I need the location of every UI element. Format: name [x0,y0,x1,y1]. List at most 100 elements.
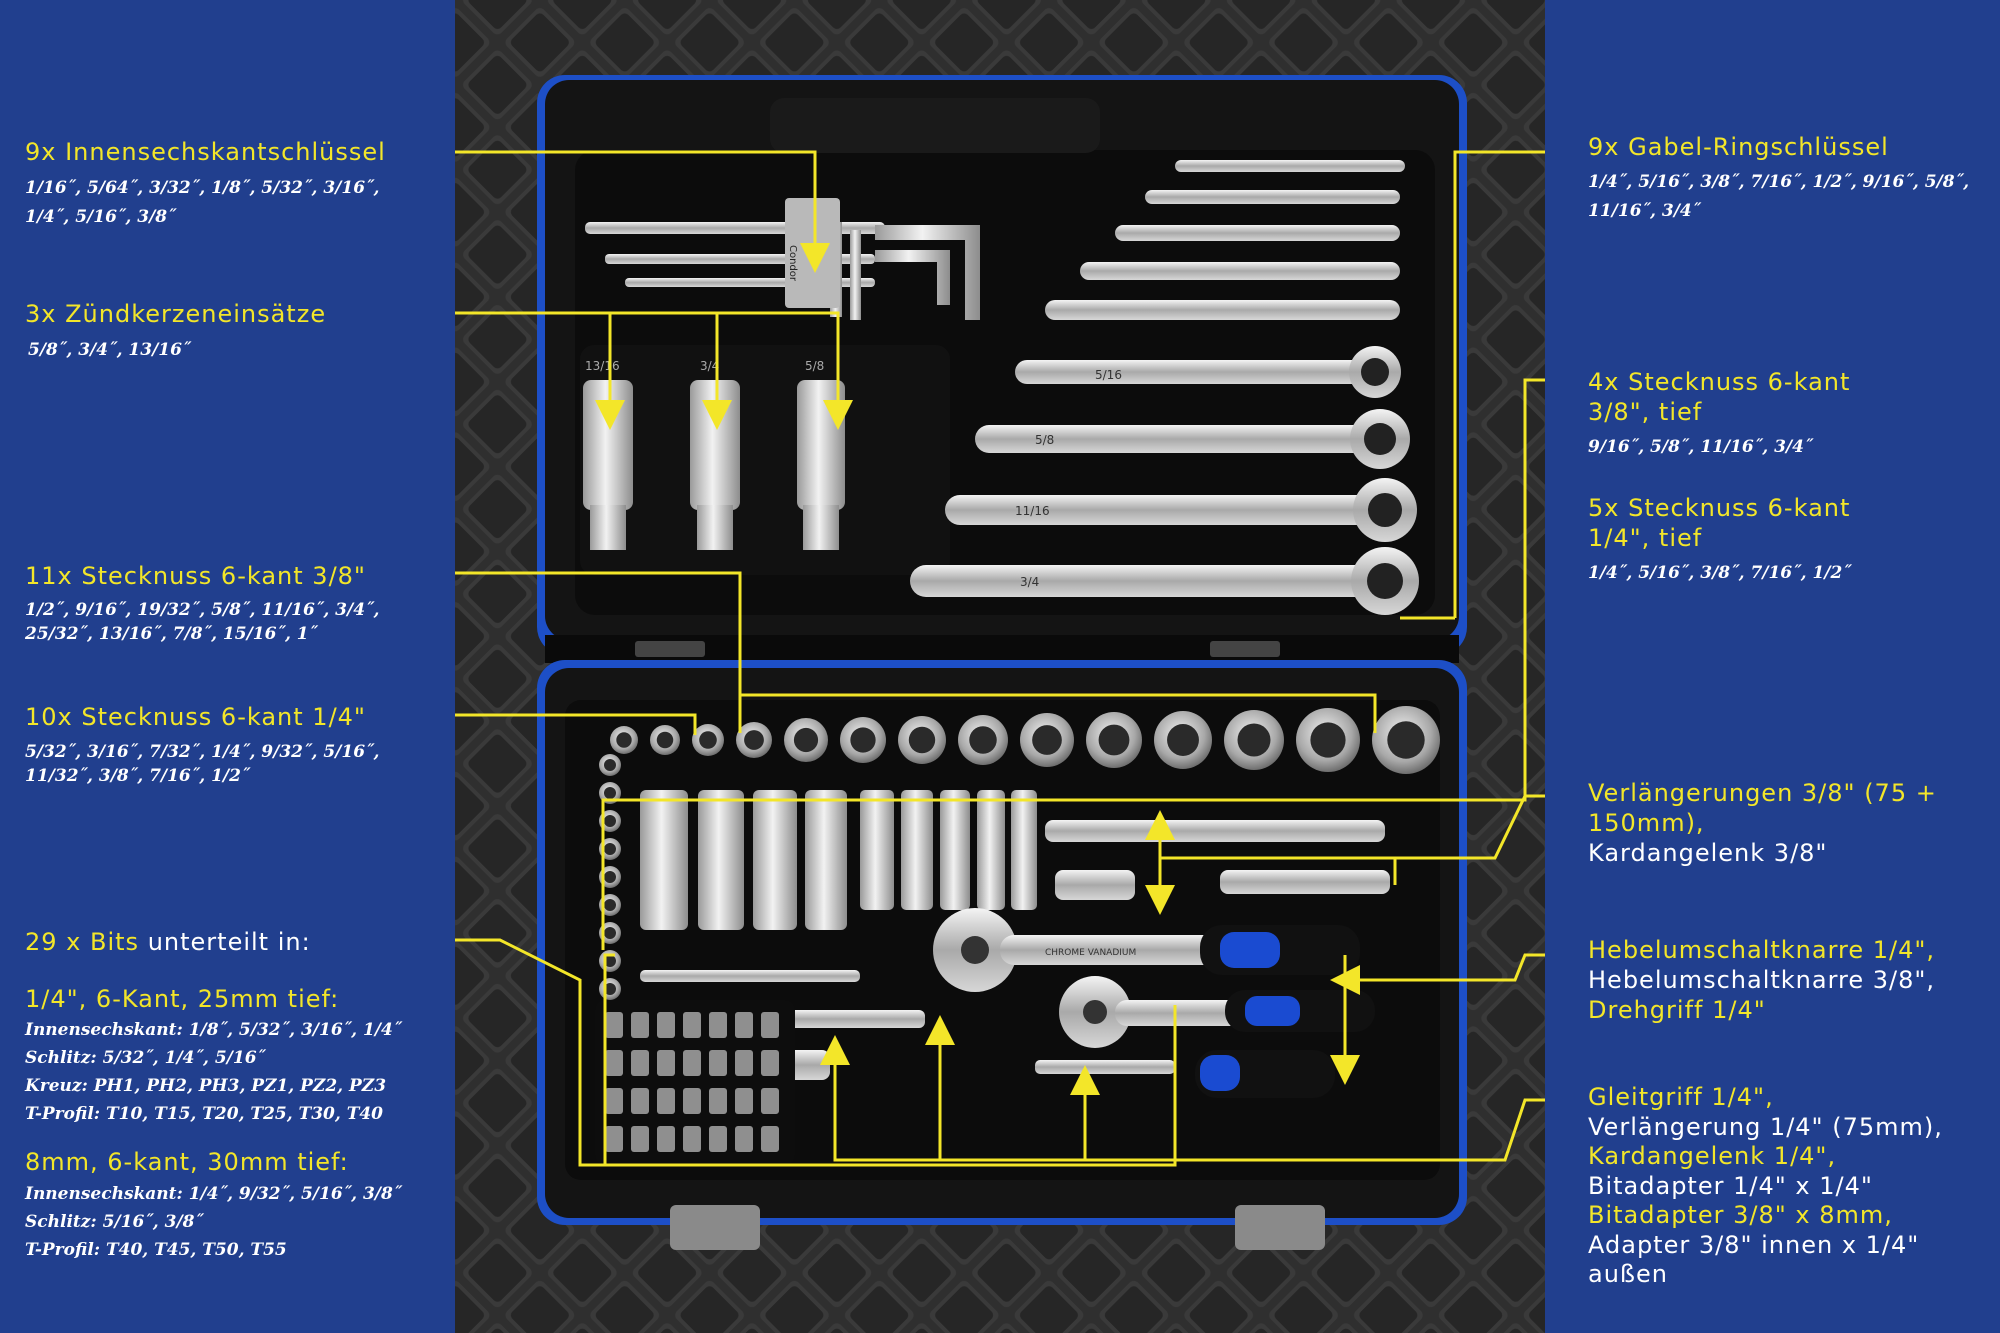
left-label-panel: 9x Innensechskantschlüssel 1/16˝, 5/64˝,… [0,0,455,1333]
accessories-line4: Bitadapter 1/4" x 1/4" [1588,1171,1873,1200]
bit [657,1088,675,1114]
bit [735,1050,753,1076]
deep-38-title-line1: 4x Stecknuss 6-kant [1588,368,1851,396]
sockets-14-sizes: 5/32˝, 3/16˝, 7/32˝, 1/4˝, 9/32˝, 5/16˝,… [25,742,379,786]
bit [683,1126,701,1152]
bits-group2-line: Innensechskant: 1/4˝, 9/32˝, 5/16˝, 3/8˝ [25,1184,402,1204]
small-socket-bore [604,899,616,911]
accessories-line1: Gleitgriff 1/4", [1588,1083,1774,1111]
spark-mark-2: 3/4 [700,359,719,373]
small-socket-bore [604,955,616,967]
socket-bore [699,731,717,749]
small-socket-bore [604,983,616,995]
latch [1235,1205,1325,1250]
spark-mark-1: 13/16 [585,359,620,373]
bits-group1-line: Kreuz: PH1, PH2, PH3, PZ1, PZ2, PZ3 [25,1076,387,1096]
bit [605,1126,623,1152]
spark-mark-3: 5/8 [805,359,824,373]
hex-keys-title: 9x Innensechskantschlüssel [25,138,386,166]
socket-bore [1237,723,1271,757]
bits-title-count: 29 x Bits [25,928,140,956]
toolcase-drawing: Condor 13/16 3/4 5/8 5/16 [455,0,1545,1333]
accessories-line3: Kardangelenk 1/4", [1588,1142,1837,1170]
bit [683,1050,701,1076]
hex-keys-sizes: 1/16˝, 5/64˝, 3/32˝, 1/8˝, 5/32˝, 3/16˝,… [25,178,379,227]
bit [735,1088,753,1114]
sockets-14-sizes-line2: 11/32˝, 3/8˝, 7/16˝, 1/2˝ [25,766,250,786]
bit [631,1126,649,1152]
bit [761,1012,779,1038]
socket-bore [1387,721,1425,759]
bits-group2-list: Innensechskant: 1/4˝, 9/32˝, 5/16˝, 3/8˝… [25,1180,401,1264]
deep-14-title: 5x Stecknuss 6-kant 1/4", tief [1588,493,1850,553]
accessories-line5: Bitadapter 3/8" x 8mm, [1588,1201,1893,1229]
ratchets: CHROME VANADIUM [933,908,1375,1098]
spark-plug-title: 3x Zündkerzeneinsätze [25,300,327,328]
bit [735,1012,753,1038]
ratchets-line1: Hebelumschaltknarre 1/4", [1588,936,1936,964]
right-label-panel: 9x Gabel-Ringschlüssel 1/4˝, 5/16˝, 3/8˝… [1545,0,2000,1333]
bits-group1-line: T-Profil: T10, T15, T20, T25, T30, T40 [25,1104,384,1124]
wrench-mark-1: 5/16 [1095,368,1122,382]
bit [709,1012,727,1038]
bits-group2-title: 8mm, 6-kant, 30mm tief: [25,1148,349,1176]
bit-tray-bed [595,1000,795,1165]
hinge-clip [1210,641,1280,657]
spark-plug-sockets: 13/16 3/4 5/8 [580,345,950,575]
socket-bore [1167,724,1199,756]
wrench-mark-2: 5/8 [1035,433,1054,447]
bit-tray [595,1000,795,1165]
ratchets-line3: Drehgriff 1/4" [1588,996,1766,1024]
small-socket-bore [604,843,616,855]
bit [605,1050,623,1076]
bit [709,1050,727,1076]
hex-keys-sizes-line2: 1/4˝, 5/16˝, 3/8˝ [25,207,176,227]
hex-keys-sizes-line1: 1/16˝, 5/64˝, 3/32˝, 1/8˝, 5/32˝, 3/16˝, [25,178,380,198]
bit [657,1126,675,1152]
bits-group1-title: 1/4", 6-Kant, 25mm tief: [25,985,340,1013]
hinge-clip [635,641,705,657]
socket-bore [744,730,764,750]
socket-bore [908,726,936,754]
socket-bore [969,726,997,754]
bit [631,1050,649,1076]
bit [605,1012,623,1038]
wrench-mark-3: 11/16 [1015,504,1050,518]
accessories-line6: Adapter 3/8" innen x 1/4" [1588,1230,1920,1259]
socket-bore [1310,722,1346,758]
deep-14-title-line2: 1/4", tief [1588,524,1703,552]
deep-14-sizes: 1/4˝, 5/16˝, 3/8˝, 7/16˝, 1/2˝ [1588,563,1851,583]
bits-group2-line: Schlitz: 5/16˝, 3/8˝ [25,1212,204,1232]
deep-38-sizes: 9/16˝, 5/8˝, 11/16˝, 3/4˝ [1588,437,1813,457]
bits-group1-line: Innensechskant: 1/8˝, 5/32˝, 3/16˝, 1/4˝ [25,1020,402,1040]
accessories-label: Gleitgriff 1/4", Verlängerung 1/4" (75mm… [1588,1083,1943,1290]
small-socket-bore [604,815,616,827]
sockets-14-title: 10x Stecknuss 6-kant 1/4" [25,703,366,731]
socket-bore [1032,725,1062,755]
small-socket-bore [604,927,616,939]
extensions-line3: Kardangelenk 3/8" [1588,839,1828,867]
bit [631,1088,649,1114]
ratchets-line2: Hebelumschaltknarre 3/8", [1588,966,1936,994]
socket-bore [616,732,632,748]
sockets-38-sizes: 1/2˝, 9/16˝, 19/32˝, 5/8˝, 11/16˝, 3/4˝,… [25,600,379,644]
extensions-line1: Verlängerungen 3/8" (75 + [1588,779,1937,807]
sockets-14-sizes-line1: 5/32˝, 3/16˝, 7/32˝, 1/4˝, 9/32˝, 5/16˝, [25,742,380,762]
bits-title: 29 x Bits unterteilt in: [25,928,311,956]
small-socket-bore [604,871,616,883]
callout-lines [455,150,1545,1167]
sockets-38-sizes-line1: 1/2˝, 9/16˝, 19/32˝, 5/8˝, 11/16˝, 3/4˝, [25,600,380,620]
spark-plug-sizes: 5/8˝, 3/4˝, 13/16˝ [28,340,191,360]
bit [761,1088,779,1114]
bit [605,1088,623,1114]
deep-14-title-line1: 5x Stecknuss 6-kant [1588,494,1851,522]
wrench-mark-4: 3/4 [1020,575,1039,589]
accessories-line7: außen [1588,1260,1669,1288]
socket-bore [656,731,674,749]
latch [670,1205,760,1250]
lid-handle-recess [770,98,1100,153]
bits-group1-list: Innensechskant: 1/8˝, 5/32˝, 3/16˝, 1/4˝… [25,1016,401,1128]
wrenches-sizes-line2: 11/16˝, 3/4˝ [1588,201,1701,221]
socket-bore [850,727,876,753]
bit [631,1012,649,1038]
